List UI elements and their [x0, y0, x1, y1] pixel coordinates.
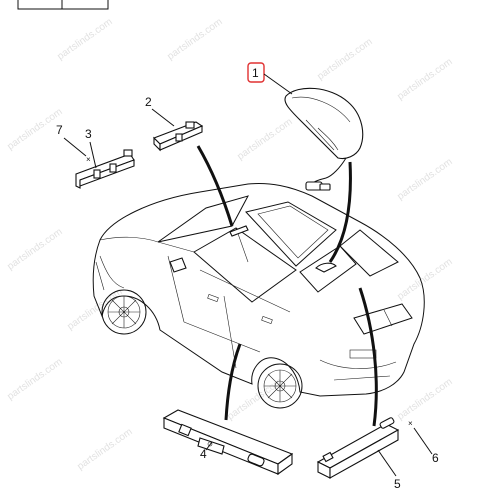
leader-line-2 [151, 108, 175, 127]
location-arrows [196, 145, 378, 427]
callout-1[interactable]: 1 [252, 66, 259, 80]
watermark: partslinds.com [55, 16, 114, 62]
watermark: partslinds.com [235, 116, 294, 162]
leader-line-4 [205, 441, 213, 451]
watermark: partslinds.com [315, 36, 374, 82]
callout-2[interactable]: 2 [145, 95, 152, 109]
watermark: partslinds.com [395, 156, 454, 202]
antenna-module-2[interactable] [153, 121, 204, 152]
leader-line-5 [377, 449, 397, 477]
watermark: partslinds.com [395, 376, 454, 422]
leader-line-7 [63, 137, 87, 157]
callout-highlight-box [247, 62, 265, 83]
callout-5[interactable]: 5 [394, 477, 401, 491]
antenna-amplifier-4[interactable] [162, 409, 294, 476]
screw-marker-6: × [408, 419, 413, 428]
watermark: partslinds.com [395, 256, 454, 302]
leader-line-6 [413, 427, 433, 455]
watermark: partslinds.com [75, 426, 134, 472]
header-table-fragment [17, 0, 109, 10]
callout-6[interactable]: 6 [432, 451, 439, 465]
screw-marker-7: × [86, 155, 91, 164]
watermark: partslinds.com [165, 16, 224, 62]
callout-3[interactable]: 3 [85, 127, 92, 141]
watermark: partslinds.com [395, 56, 454, 102]
shark-fin-antenna[interactable] [284, 87, 364, 191]
mounting-bracket-3[interactable] [75, 149, 135, 189]
leader-line-1 [263, 73, 293, 95]
watermark: partslinds.com [5, 226, 64, 272]
control-module-5[interactable] [316, 417, 400, 479]
watermark-layer: partslinds.com partslinds.com partslinds… [5, 16, 454, 472]
watermark: partslinds.com [5, 356, 64, 402]
callout-4[interactable]: 4 [200, 447, 207, 461]
leader-line-3 [89, 141, 97, 169]
callout-7[interactable]: 7 [56, 123, 63, 137]
